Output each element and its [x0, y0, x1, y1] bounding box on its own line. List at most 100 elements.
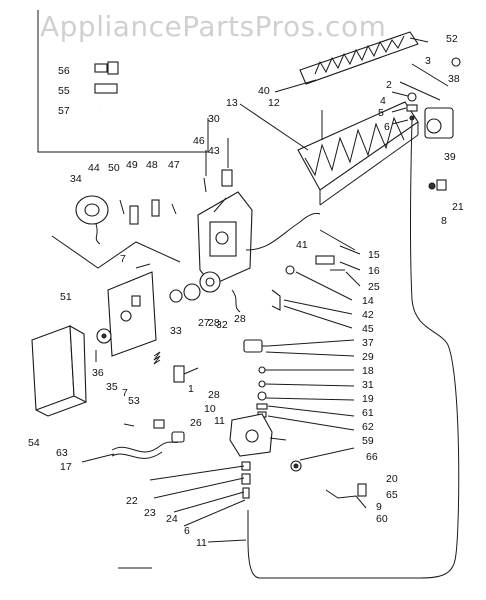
part-46-screw [203, 177, 207, 193]
callout-3: 3 [425, 55, 431, 67]
callout-28-b: 28 [234, 313, 246, 325]
part-1-10-lever [173, 365, 199, 383]
callout-62: 62 [362, 421, 374, 433]
callout-10: 10 [204, 403, 216, 415]
callout-32: 32 [216, 319, 228, 331]
callout-52: 52 [446, 33, 458, 45]
callout-44: 44 [88, 162, 100, 174]
callout-36: 36 [92, 367, 104, 379]
part-41-wiring [245, 212, 321, 251]
part-13-ice-mold [297, 101, 419, 206]
water-line [247, 119, 460, 579]
part-17-wire-harness [111, 431, 185, 459]
callout-2: 2 [386, 79, 392, 91]
callout-45: 45 [362, 323, 374, 335]
callout-43: 43 [208, 145, 220, 157]
callout-14: 14 [362, 295, 374, 307]
part-43-mounting-plate [197, 191, 253, 286]
callout-57: 57 [58, 105, 70, 117]
callout-50: 50 [108, 162, 120, 174]
part-4-5-6-hardware [406, 92, 418, 121]
callout-51: 51 [60, 291, 72, 303]
part-63-screw [123, 423, 135, 427]
part-51-support-plate [107, 271, 157, 357]
callout-24: 24 [166, 513, 178, 525]
part-40-ejector-blade [299, 31, 429, 85]
part-33-28-gears [169, 271, 241, 313]
assembly-leader-lines [51, 235, 181, 269]
part-34-motor [75, 195, 109, 245]
callout-28-c: 28 [208, 389, 220, 401]
part-18-31-19-grommets [257, 366, 267, 401]
callout-13: 13 [226, 97, 238, 109]
part-36-35-gear [95, 328, 112, 362]
callout-19: 19 [362, 393, 374, 405]
callout-11-upper: 11 [214, 415, 225, 427]
callout-20: 20 [386, 473, 398, 485]
callout-33: 33 [170, 325, 182, 337]
callout-47: 47 [168, 159, 180, 171]
callout-61: 61 [362, 407, 374, 419]
part-21-8-fitting [428, 179, 447, 191]
part-15-heater [315, 229, 356, 265]
part-9-60-tube [325, 489, 367, 509]
callout-65: 65 [386, 489, 398, 501]
part-59-water-valve [229, 413, 287, 457]
callout-26: 26 [190, 417, 202, 429]
callout-56: 56 [58, 65, 70, 77]
callout-8: 8 [441, 215, 447, 227]
callout-46: 46 [193, 135, 205, 147]
callout-48: 48 [146, 159, 158, 171]
callout-21: 21 [452, 201, 464, 213]
callout-7-upper: 7 [120, 253, 126, 265]
callout-12: 12 [268, 97, 280, 109]
callout-37: 37 [362, 337, 374, 349]
callout-35: 35 [106, 381, 118, 393]
callout-39: 39 [444, 151, 456, 163]
callout-54: 54 [28, 437, 40, 449]
part-30-switch [221, 169, 233, 187]
callout-66: 66 [366, 451, 378, 463]
callout-63: 63 [56, 447, 68, 459]
part-52-nut [451, 57, 461, 67]
part-42-45-bracket [271, 289, 281, 311]
callout-53: 53 [128, 395, 140, 407]
callout-60: 60 [376, 513, 388, 525]
part-56-fitting [94, 61, 119, 75]
callout-42: 42 [362, 309, 374, 321]
callout-1: 1 [188, 383, 194, 395]
part-49-48-47-brackets [129, 199, 177, 225]
callout-30: 30 [208, 113, 220, 125]
part-55-fitting [94, 83, 118, 94]
callout-22: 22 [126, 495, 138, 507]
callout-16: 16 [368, 265, 380, 277]
callout-38: 38 [448, 73, 460, 85]
callout-4: 4 [380, 95, 386, 107]
callout-55: 55 [58, 85, 70, 97]
callout-49: 49 [126, 159, 138, 171]
callout-27: 27 [198, 317, 210, 329]
callout-6: 6 [384, 121, 390, 133]
part-53-spring [153, 351, 161, 365]
part-22-23-24-fittings [241, 461, 251, 499]
part-37-29-valve [243, 339, 268, 353]
callout-59: 59 [362, 435, 374, 447]
part-14-grommet [285, 265, 295, 275]
part-54-cover [31, 325, 87, 417]
part-20-65-fitting [357, 483, 367, 497]
callout-17: 17 [60, 461, 72, 473]
callout-7-lower: 7 [122, 387, 128, 399]
part-44-50-clips [119, 199, 125, 215]
callout-40: 40 [258, 85, 270, 97]
watermark-text: AppliancePartsPros.com [40, 10, 387, 43]
callout-6-lower: 6 [184, 525, 190, 537]
callout-31: 31 [362, 379, 374, 391]
callout-9: 9 [376, 501, 382, 513]
part-39-housing [399, 81, 454, 139]
inset-border [37, 10, 209, 153]
callout-25: 25 [368, 281, 380, 293]
callout-5: 5 [378, 107, 384, 119]
callout-29: 29 [362, 351, 374, 363]
